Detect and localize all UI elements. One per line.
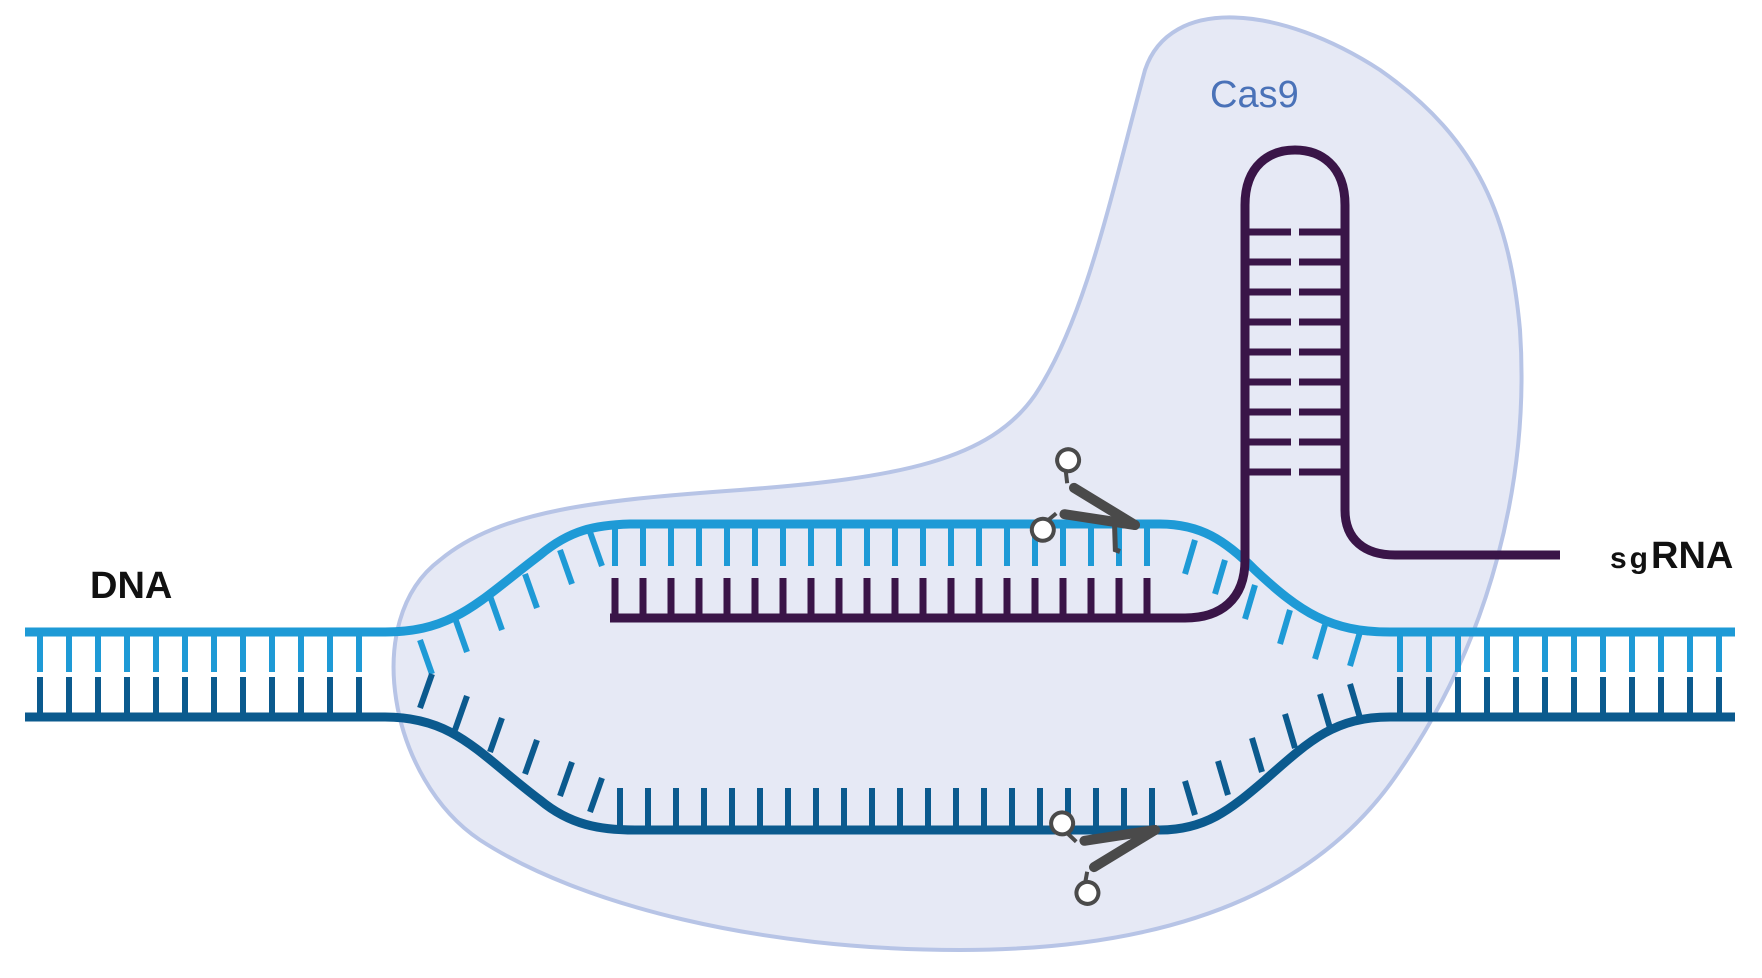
cas9-label: Cas9	[1210, 74, 1299, 116]
base-tick	[1282, 713, 1298, 749]
sgrna-label-suffix: RNA	[1651, 535, 1734, 577]
base-tick	[557, 549, 575, 585]
base-tick	[1347, 683, 1363, 719]
base-tick	[1182, 539, 1198, 575]
base-tick	[587, 531, 605, 567]
base-tick	[522, 739, 540, 775]
base-tick	[522, 573, 540, 609]
base-tick	[557, 761, 575, 797]
base-tick	[1182, 780, 1198, 816]
base-tick	[417, 639, 435, 675]
base-tick	[1242, 584, 1258, 620]
base-tick	[452, 617, 470, 653]
sgrna-bases	[611, 228, 1341, 614]
dna-bottom-strand-bases	[37, 673, 1722, 826]
dna-top-strand	[25, 519, 1735, 637]
base-tick	[1312, 624, 1328, 660]
base-tick	[1212, 559, 1228, 595]
sgrna-strand	[610, 145, 1560, 623]
cas9-protein-shape	[391, 15, 1524, 953]
sgrna-label: sgRNA	[1610, 535, 1733, 578]
sgrna-label-prefix: sg	[1610, 542, 1652, 575]
dna-label: DNA	[90, 565, 173, 607]
base-tick	[1215, 760, 1231, 796]
base-tick	[1277, 609, 1293, 645]
base-tick	[587, 777, 605, 813]
base-tick	[1317, 693, 1333, 729]
base-tick	[452, 695, 470, 731]
scissors-icon	[1029, 447, 1140, 554]
dna-bottom-strand	[25, 712, 1735, 835]
base-tick	[1347, 631, 1363, 667]
dna-top-strand-bases	[37, 528, 1722, 675]
base-tick	[1249, 737, 1265, 773]
base-tick	[487, 717, 505, 753]
base-tick	[487, 595, 505, 631]
base-tick	[417, 673, 435, 709]
scissors-icon	[1049, 810, 1160, 906]
